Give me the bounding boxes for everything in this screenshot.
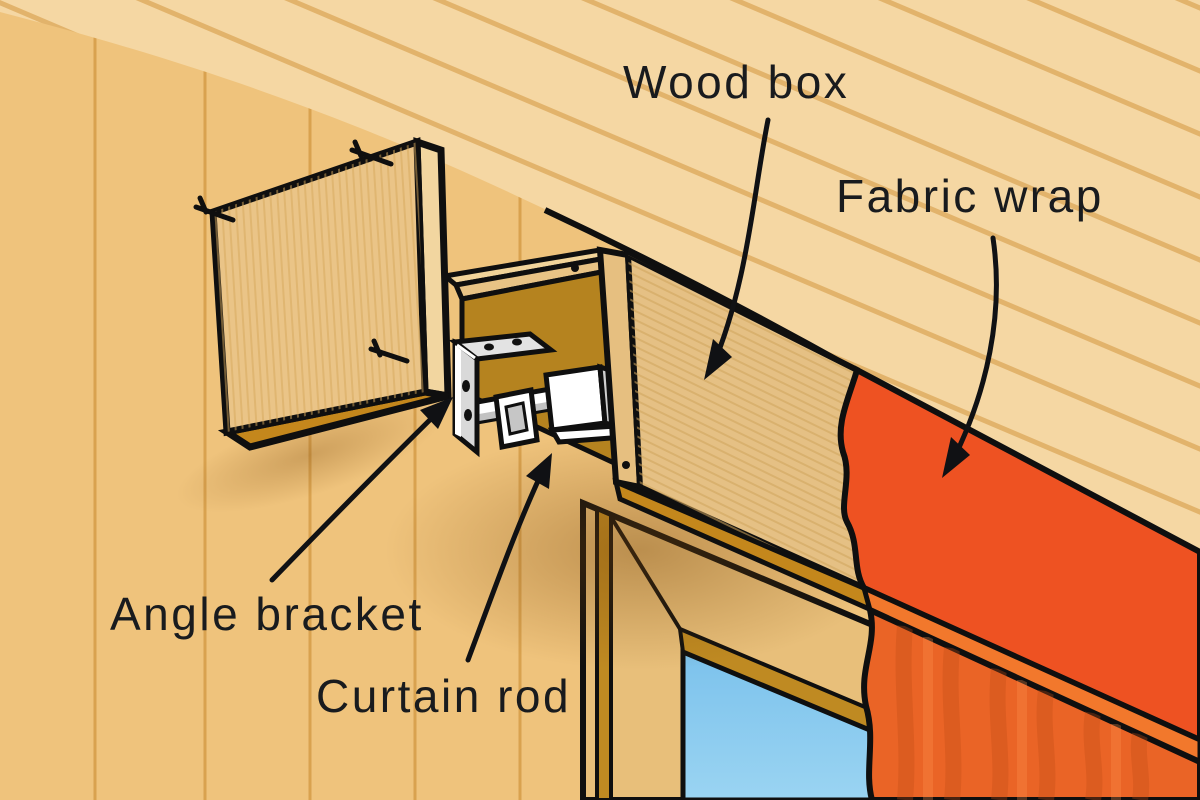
curtain-rod-end-cap	[493, 387, 540, 450]
fold-shade	[942, 647, 962, 800]
nail-marks	[193, 139, 410, 364]
nail-mark	[352, 139, 364, 159]
bracket-screw-hole	[462, 380, 470, 392]
angle-bracket	[448, 331, 558, 458]
arrowhead-wood-box	[704, 339, 732, 380]
nail-mark	[371, 338, 383, 358]
fold-shade	[1083, 711, 1103, 800]
arrow-angle-bracket	[269, 403, 447, 583]
fold-shade	[1036, 689, 1056, 800]
nail-mark	[197, 195, 209, 215]
arrow-wood-box	[709, 117, 771, 371]
label-angle-bracket: Angle bracket	[110, 588, 424, 640]
nail-dot	[571, 264, 579, 272]
box-front-grain	[628, 255, 880, 595]
arrowhead-fabric-wrap	[942, 437, 970, 478]
rod-end-cap-channel	[504, 401, 529, 436]
fold-shade	[989, 668, 1009, 800]
loose-board	[193, 137, 452, 451]
label-curtain-rod: Curtain rod	[316, 670, 571, 722]
fabric-drape	[861, 604, 1200, 800]
window-glass	[680, 648, 875, 800]
arrow-curtain-rod	[465, 463, 548, 663]
ceiling-plank-area	[0, 0, 1200, 552]
board-front-grain	[213, 142, 425, 432]
bracket-edge-highlight	[456, 343, 476, 360]
callout-labels: Wood box Fabric wrap Angle bracket Curta…	[110, 56, 1104, 722]
rod-far-return	[543, 364, 608, 433]
arrow-fabric-wrap	[947, 235, 999, 469]
arrowhead-curtain-rod	[526, 453, 552, 489]
label-wood-box: Wood box	[623, 56, 849, 108]
fabric-under-lip	[860, 583, 1200, 765]
label-fabric-wrap: Fabric wrap	[836, 170, 1104, 222]
fabric-wrap	[837, 365, 1200, 800]
wood-box	[439, 246, 884, 616]
fabric-drape-folds	[895, 625, 1150, 800]
bracket-screw-hole	[484, 343, 494, 351]
nail-dot	[622, 461, 630, 469]
fold-shade	[895, 625, 915, 800]
fold-shade	[1130, 732, 1150, 800]
arrowhead-angle-bracket	[420, 397, 453, 429]
board-cast-shadow	[176, 397, 444, 513]
callout-arrows	[269, 117, 999, 663]
bracket-screw-hole	[512, 338, 522, 346]
bracket-edge-highlight	[455, 342, 461, 437]
fabric-over-box	[837, 365, 1200, 744]
bracket-screw-hole	[464, 409, 472, 421]
